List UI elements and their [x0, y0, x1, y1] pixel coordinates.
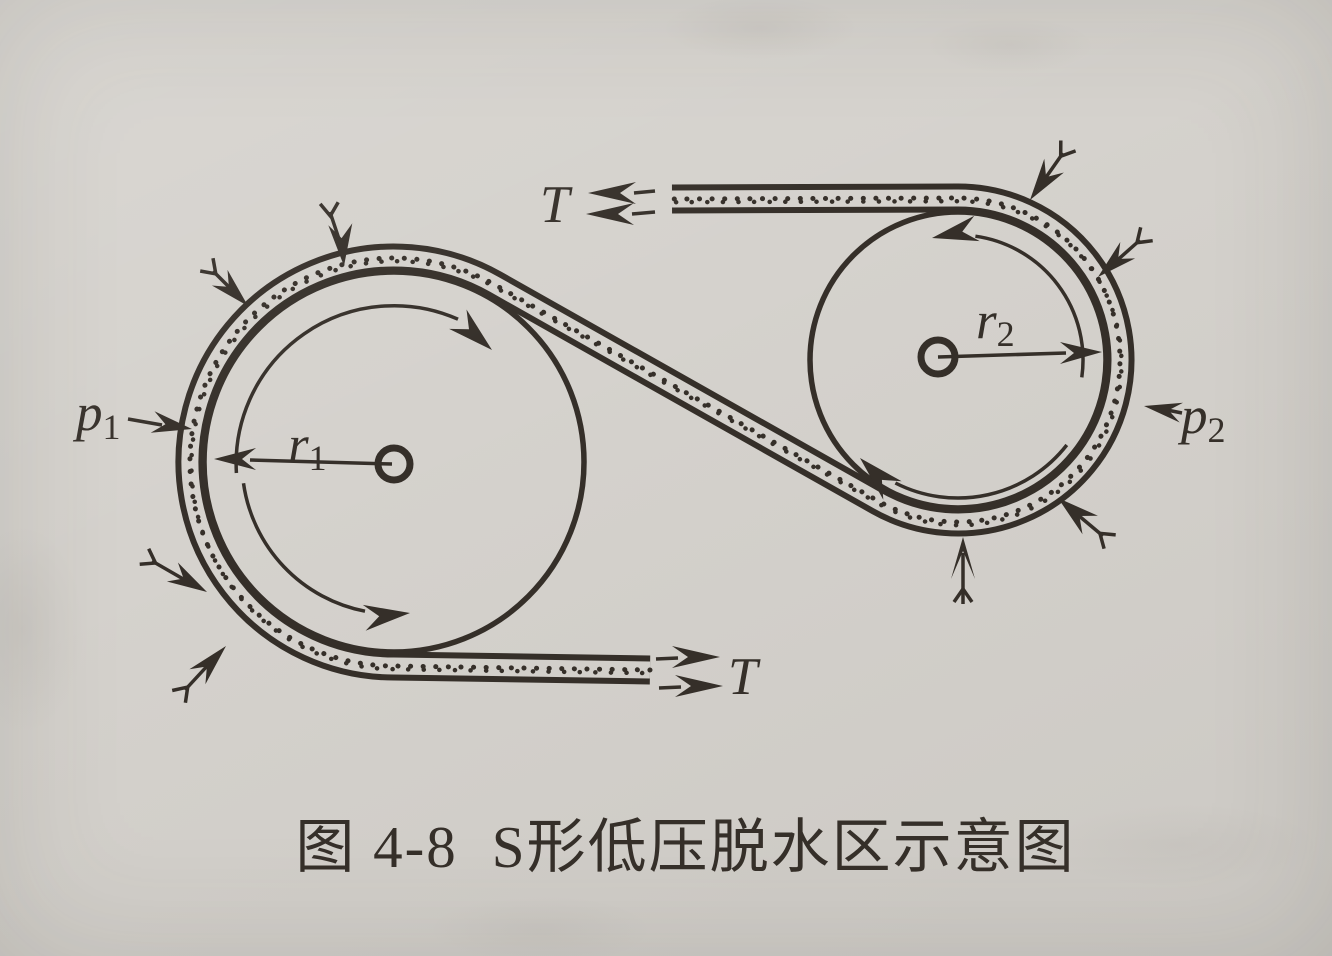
tension-arrow — [655, 646, 720, 668]
radius-label-r2: r2 — [976, 292, 1015, 354]
tension-arrow — [588, 182, 656, 204]
pressure-arrow — [199, 257, 248, 306]
left-roll-axle — [374, 444, 414, 484]
tension-arrow — [658, 675, 723, 697]
belt-dots — [187, 195, 1124, 676]
pressure-label-p2: p2 — [1177, 387, 1226, 450]
radius-label-r1: r1 — [288, 416, 327, 478]
pressure-arrow — [1058, 498, 1116, 550]
rotation-arrowhead — [860, 458, 902, 500]
pressure-label-p1: p1 — [72, 384, 121, 447]
pressure-arrow — [171, 646, 226, 703]
radius-arrow-r2 — [937, 342, 1102, 364]
tension-label-bottom: T — [728, 648, 761, 706]
figure-number: 图 4-8 — [295, 814, 458, 880]
tension-arrows-bottom — [655, 646, 723, 697]
rotation-arrow-left-upper — [234, 303, 492, 474]
left-roll-circle — [201, 269, 587, 655]
pressure-arrow — [1098, 226, 1153, 277]
figure-title: S形低压脱水区示意图 — [491, 814, 1076, 880]
pressure-arrow — [139, 547, 207, 592]
right-roll-pressure-arrows — [951, 140, 1153, 604]
pressure-arrow — [318, 201, 353, 266]
tension-label-top: T — [540, 176, 573, 234]
pressure-arrow — [951, 537, 975, 604]
left-roll-rotation-arrows — [234, 303, 492, 631]
tension-arrow — [586, 203, 656, 225]
radius-arrowhead — [214, 448, 256, 470]
rotation-arrowhead — [362, 604, 410, 631]
pressure-arrow-p2 — [1144, 402, 1183, 423]
right-roll-axle — [917, 336, 959, 378]
tension-arrows-top — [586, 182, 656, 225]
figure-caption: 图 4-8 S形低压脱水区示意图 — [0, 730, 1318, 953]
rotation-arrow-left-lower — [241, 482, 410, 631]
pressure-arrow-p1 — [127, 411, 192, 433]
pressure-arrow — [1030, 140, 1077, 200]
right-roll-circle — [807, 209, 1109, 511]
rotation-arrowhead — [932, 215, 980, 242]
radius-arrow-r1 — [214, 448, 393, 470]
left-roll-pressure-arrows — [139, 201, 353, 703]
rotation-arrowhead — [449, 309, 492, 350]
radius-arrowhead — [1060, 342, 1102, 364]
rotation-arrow-right-lower — [860, 443, 1069, 500]
